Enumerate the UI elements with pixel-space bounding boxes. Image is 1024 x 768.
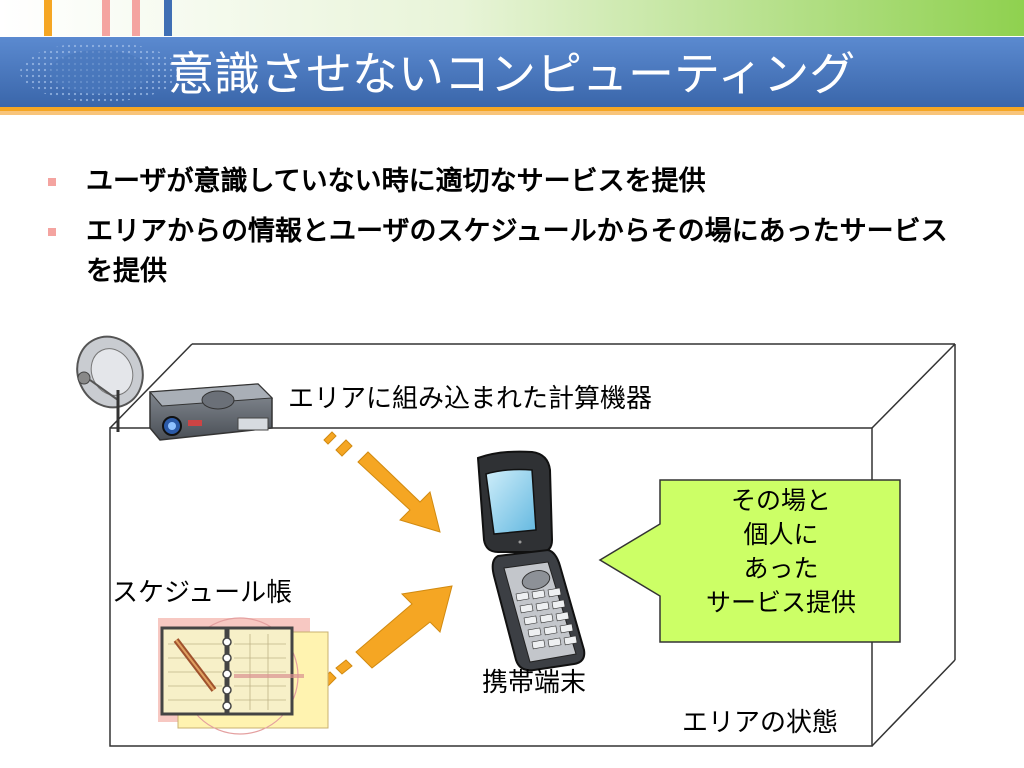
mobile-phone-icon [476, 450, 586, 672]
arrow-from-device [323, 431, 441, 533]
slide-title: 意識させないコンピューティング [168, 47, 856, 101]
bullet-marker-icon [48, 228, 56, 236]
title-bar [0, 37, 1024, 115]
service-callout [598, 479, 901, 643]
phone-label: 携帯端末 [482, 668, 587, 698]
schedule-label: スケジュール帳 [112, 578, 293, 608]
callout-line: その場と [730, 486, 831, 515]
bullet-marker-icon [48, 178, 56, 186]
bullet-item: エリアからの情報とユーザのスケジュールからその場にあったサービスを提供 [44, 212, 966, 292]
callout-line: あった [743, 554, 819, 583]
schedule-book-icon [158, 617, 329, 735]
bullet-list: ユーザが意識していない時に適切なサービスを提供 エリアからの情報とユーザのスケジ… [44, 162, 1004, 302]
callout-line: サービス提供 [705, 588, 856, 617]
projector-icon [76, 335, 274, 441]
callout-text: その場と 個人に あった サービス提供 [662, 484, 900, 620]
area-state-label: エリアの状態 [682, 708, 839, 738]
top-decoration [0, 0, 1024, 36]
bullet-item: ユーザが意識していない時に適切なサービスを提供 [44, 162, 1004, 202]
embedded-device-label: エリアに組み込まれた計算機器 [288, 384, 653, 414]
bullet-text: エリアからの情報とユーザのスケジュールからその場にあったサービスを提供 [86, 216, 948, 287]
bullet-text: ユーザが意識していない時に適切なサービスを提供 [86, 166, 706, 197]
callout-line: 個人に [743, 520, 819, 549]
